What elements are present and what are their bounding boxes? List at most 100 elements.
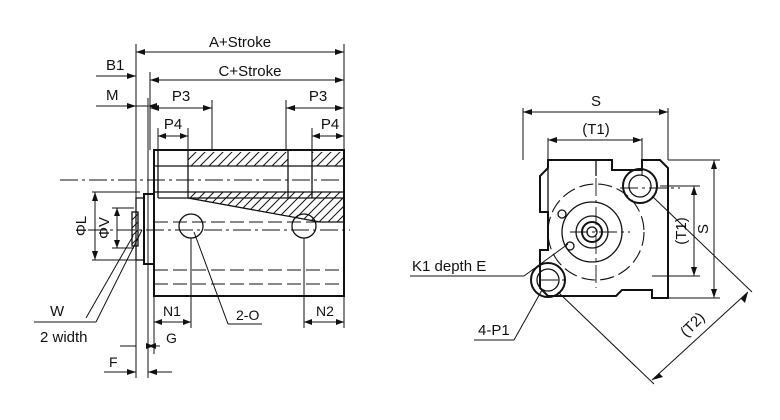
t1-top-label: (T1) <box>582 121 610 138</box>
dim-s-side: S <box>668 159 720 299</box>
dim-w: W 2 width <box>34 229 143 346</box>
phi-v-label: ΦV <box>96 217 113 239</box>
two-o-label: 2-O <box>236 307 259 323</box>
rod-inner <box>581 221 603 243</box>
dim-n2: N2 <box>303 238 345 328</box>
s-side-label: S <box>695 224 712 234</box>
mount-hole-bl-outer <box>530 262 566 298</box>
dim-p4-left: P4 <box>157 116 189 150</box>
mount-hole-bl-inner <box>536 268 560 292</box>
hatch-line <box>325 192 345 222</box>
hatch-line <box>253 192 289 222</box>
dim-n1: N1 <box>153 238 192 328</box>
hatch-line <box>233 152 253 166</box>
rod-thread <box>586 226 598 238</box>
dim-p4-right: P4 <box>311 116 344 150</box>
dim-g: G <box>120 296 177 354</box>
four-p1-label: 4-P1 <box>478 322 510 339</box>
dim-2-o: 2-O <box>193 231 262 325</box>
t2-label: (T2) <box>677 309 708 340</box>
cylinder-body <box>60 149 350 297</box>
p4-right-label: P4 <box>321 116 339 133</box>
w-label: W <box>50 303 65 320</box>
p3-right-label: P3 <box>309 88 327 105</box>
k1-label: K1 depth E <box>412 258 486 275</box>
hatch-line <box>197 152 217 166</box>
hatch-line <box>188 152 208 166</box>
c-stroke-label: C+Stroke <box>219 63 282 80</box>
hatch-line <box>188 192 208 222</box>
hatch-line <box>206 152 226 166</box>
dim-b1: B1 <box>96 57 136 79</box>
dim-t1-top: (T1) <box>547 121 643 176</box>
dim-t1-side: (T1) <box>652 185 700 277</box>
hatch-line <box>269 152 289 166</box>
dim-4-p1: 4-P1 <box>474 289 543 341</box>
p3-left-label: P3 <box>172 88 190 105</box>
hatch-line <box>298 192 334 222</box>
hatch-line <box>316 192 345 222</box>
rod-nut <box>131 211 139 247</box>
hatch-line <box>314 152 334 166</box>
two-width-label: 2 width <box>40 329 88 346</box>
hatch-wedge <box>146 190 345 224</box>
mount-hole-tr-inner <box>628 174 652 198</box>
end-plate-outline <box>539 159 669 299</box>
hatch-line <box>343 192 345 222</box>
bore-circle <box>547 183 645 281</box>
hatch-line <box>226 192 262 222</box>
hatch-line <box>162 150 180 168</box>
hatch-line <box>188 192 217 222</box>
k1-hole-bottom <box>565 241 575 251</box>
k1-hole-top <box>557 209 567 219</box>
b1-label: B1 <box>106 57 124 74</box>
dim-p3-left: P3 <box>150 88 213 150</box>
n1-label: N1 <box>163 303 181 319</box>
hatch-line <box>287 152 307 166</box>
rod-end <box>131 193 155 265</box>
hatch-line <box>188 192 190 222</box>
mount-hole-left <box>178 213 204 239</box>
n2-label: N2 <box>316 303 334 319</box>
rod-outer <box>575 215 609 249</box>
hatch-line <box>260 152 280 166</box>
mount-hole-right <box>291 213 317 239</box>
t1-side-label: (T1) <box>673 217 690 245</box>
hatch-line <box>199 192 235 222</box>
hatch-line <box>332 152 345 166</box>
f-label: F <box>109 354 118 370</box>
p4-left-label: P4 <box>164 116 182 133</box>
a-stroke-label: A+Stroke <box>209 34 271 51</box>
dim-k1: K1 depth E <box>410 243 569 277</box>
hatch-line <box>244 192 280 222</box>
dim-phi-l: ΦL <box>73 191 140 261</box>
dim-c-stroke: C+Stroke <box>150 63 344 83</box>
s-top-label: S <box>591 93 601 110</box>
hatch-line <box>323 152 343 166</box>
hatch-line <box>262 192 298 222</box>
rod-flange <box>561 201 623 263</box>
hatch-line <box>280 192 316 222</box>
dim-p3-right: P3 <box>285 88 344 150</box>
g-label: G <box>166 330 177 346</box>
hatch-line <box>251 152 271 166</box>
hatch-line <box>215 152 235 166</box>
hatch-line <box>188 152 199 166</box>
end-view: S (T1) <box>410 93 753 385</box>
dim-f: F <box>104 354 172 375</box>
dim-m: M <box>96 87 157 109</box>
hatch-line <box>305 152 325 166</box>
m-label: M <box>106 87 119 104</box>
dim-a-stroke: A+Stroke <box>136 34 344 55</box>
mount-hole-tr-outer <box>622 168 658 204</box>
hatch-line <box>146 190 180 224</box>
hatch-line <box>188 192 199 222</box>
hatch-line <box>190 192 226 222</box>
dim-phi-v: ΦV <box>96 207 134 249</box>
side-view: A+Stroke B1 C+Stroke M <box>34 34 350 378</box>
hatch-top <box>162 150 345 168</box>
hatch-line <box>188 152 190 166</box>
dim-s-top: S <box>522 93 669 160</box>
hatch-line <box>334 192 345 222</box>
